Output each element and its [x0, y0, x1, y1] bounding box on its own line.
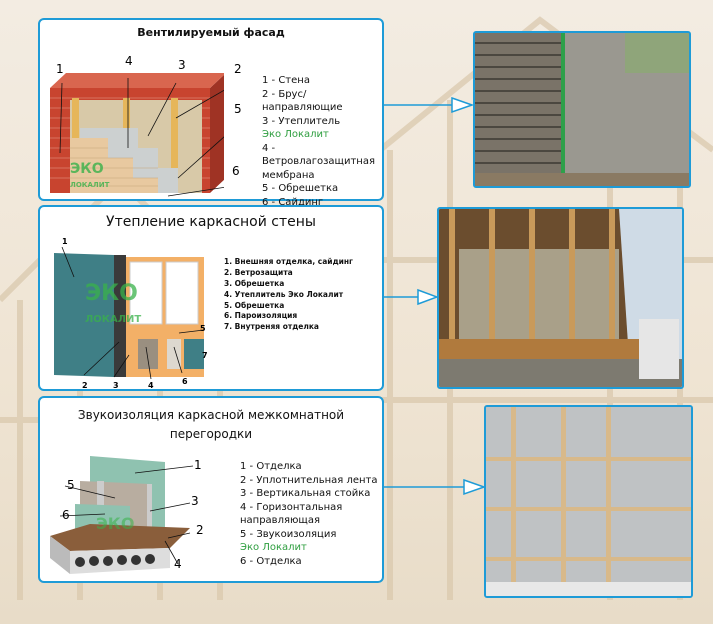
callout-3: 3	[178, 58, 186, 72]
frame-wall-photo	[437, 207, 684, 389]
frame-wall-illustration	[54, 247, 204, 380]
callout-5: 5	[200, 324, 206, 333]
panel-title: Утепление каркасной стены	[106, 214, 316, 230]
facade-photo	[473, 31, 691, 188]
logo: ЭКО	[96, 514, 135, 533]
callout-3: 3	[191, 494, 199, 508]
callout-4: 4	[125, 54, 133, 68]
callout-1: 1	[194, 458, 202, 472]
callout-6: 6	[62, 508, 70, 522]
frame-wall-insulation-panel: Утепление каркасной стены 1 2 3 4 5 6 7 …	[38, 205, 384, 391]
partition-photo	[484, 405, 693, 598]
callout-1: 1	[62, 237, 68, 246]
callout-2: 2	[196, 523, 204, 537]
callout-5: 5	[234, 102, 242, 116]
callout-6: 6	[182, 377, 188, 386]
callout-2: 2	[82, 381, 88, 390]
callout-6: 6	[232, 164, 240, 178]
panel-title: Вентилируемый фасад	[137, 26, 285, 39]
callout-2: 2	[234, 62, 242, 76]
callout-5: 5	[67, 478, 75, 492]
arrow-icon	[384, 96, 474, 114]
arrow-icon	[384, 478, 486, 496]
callout-4: 4	[148, 381, 154, 390]
callout-7: 7	[202, 351, 208, 360]
ventilated-facade-illustration	[50, 73, 224, 197]
arrow-icon	[384, 288, 439, 306]
callout-1: 1	[56, 62, 64, 76]
partition-illustration	[50, 456, 194, 574]
callout-4: 4	[174, 557, 182, 571]
callout-3: 3	[113, 381, 119, 390]
